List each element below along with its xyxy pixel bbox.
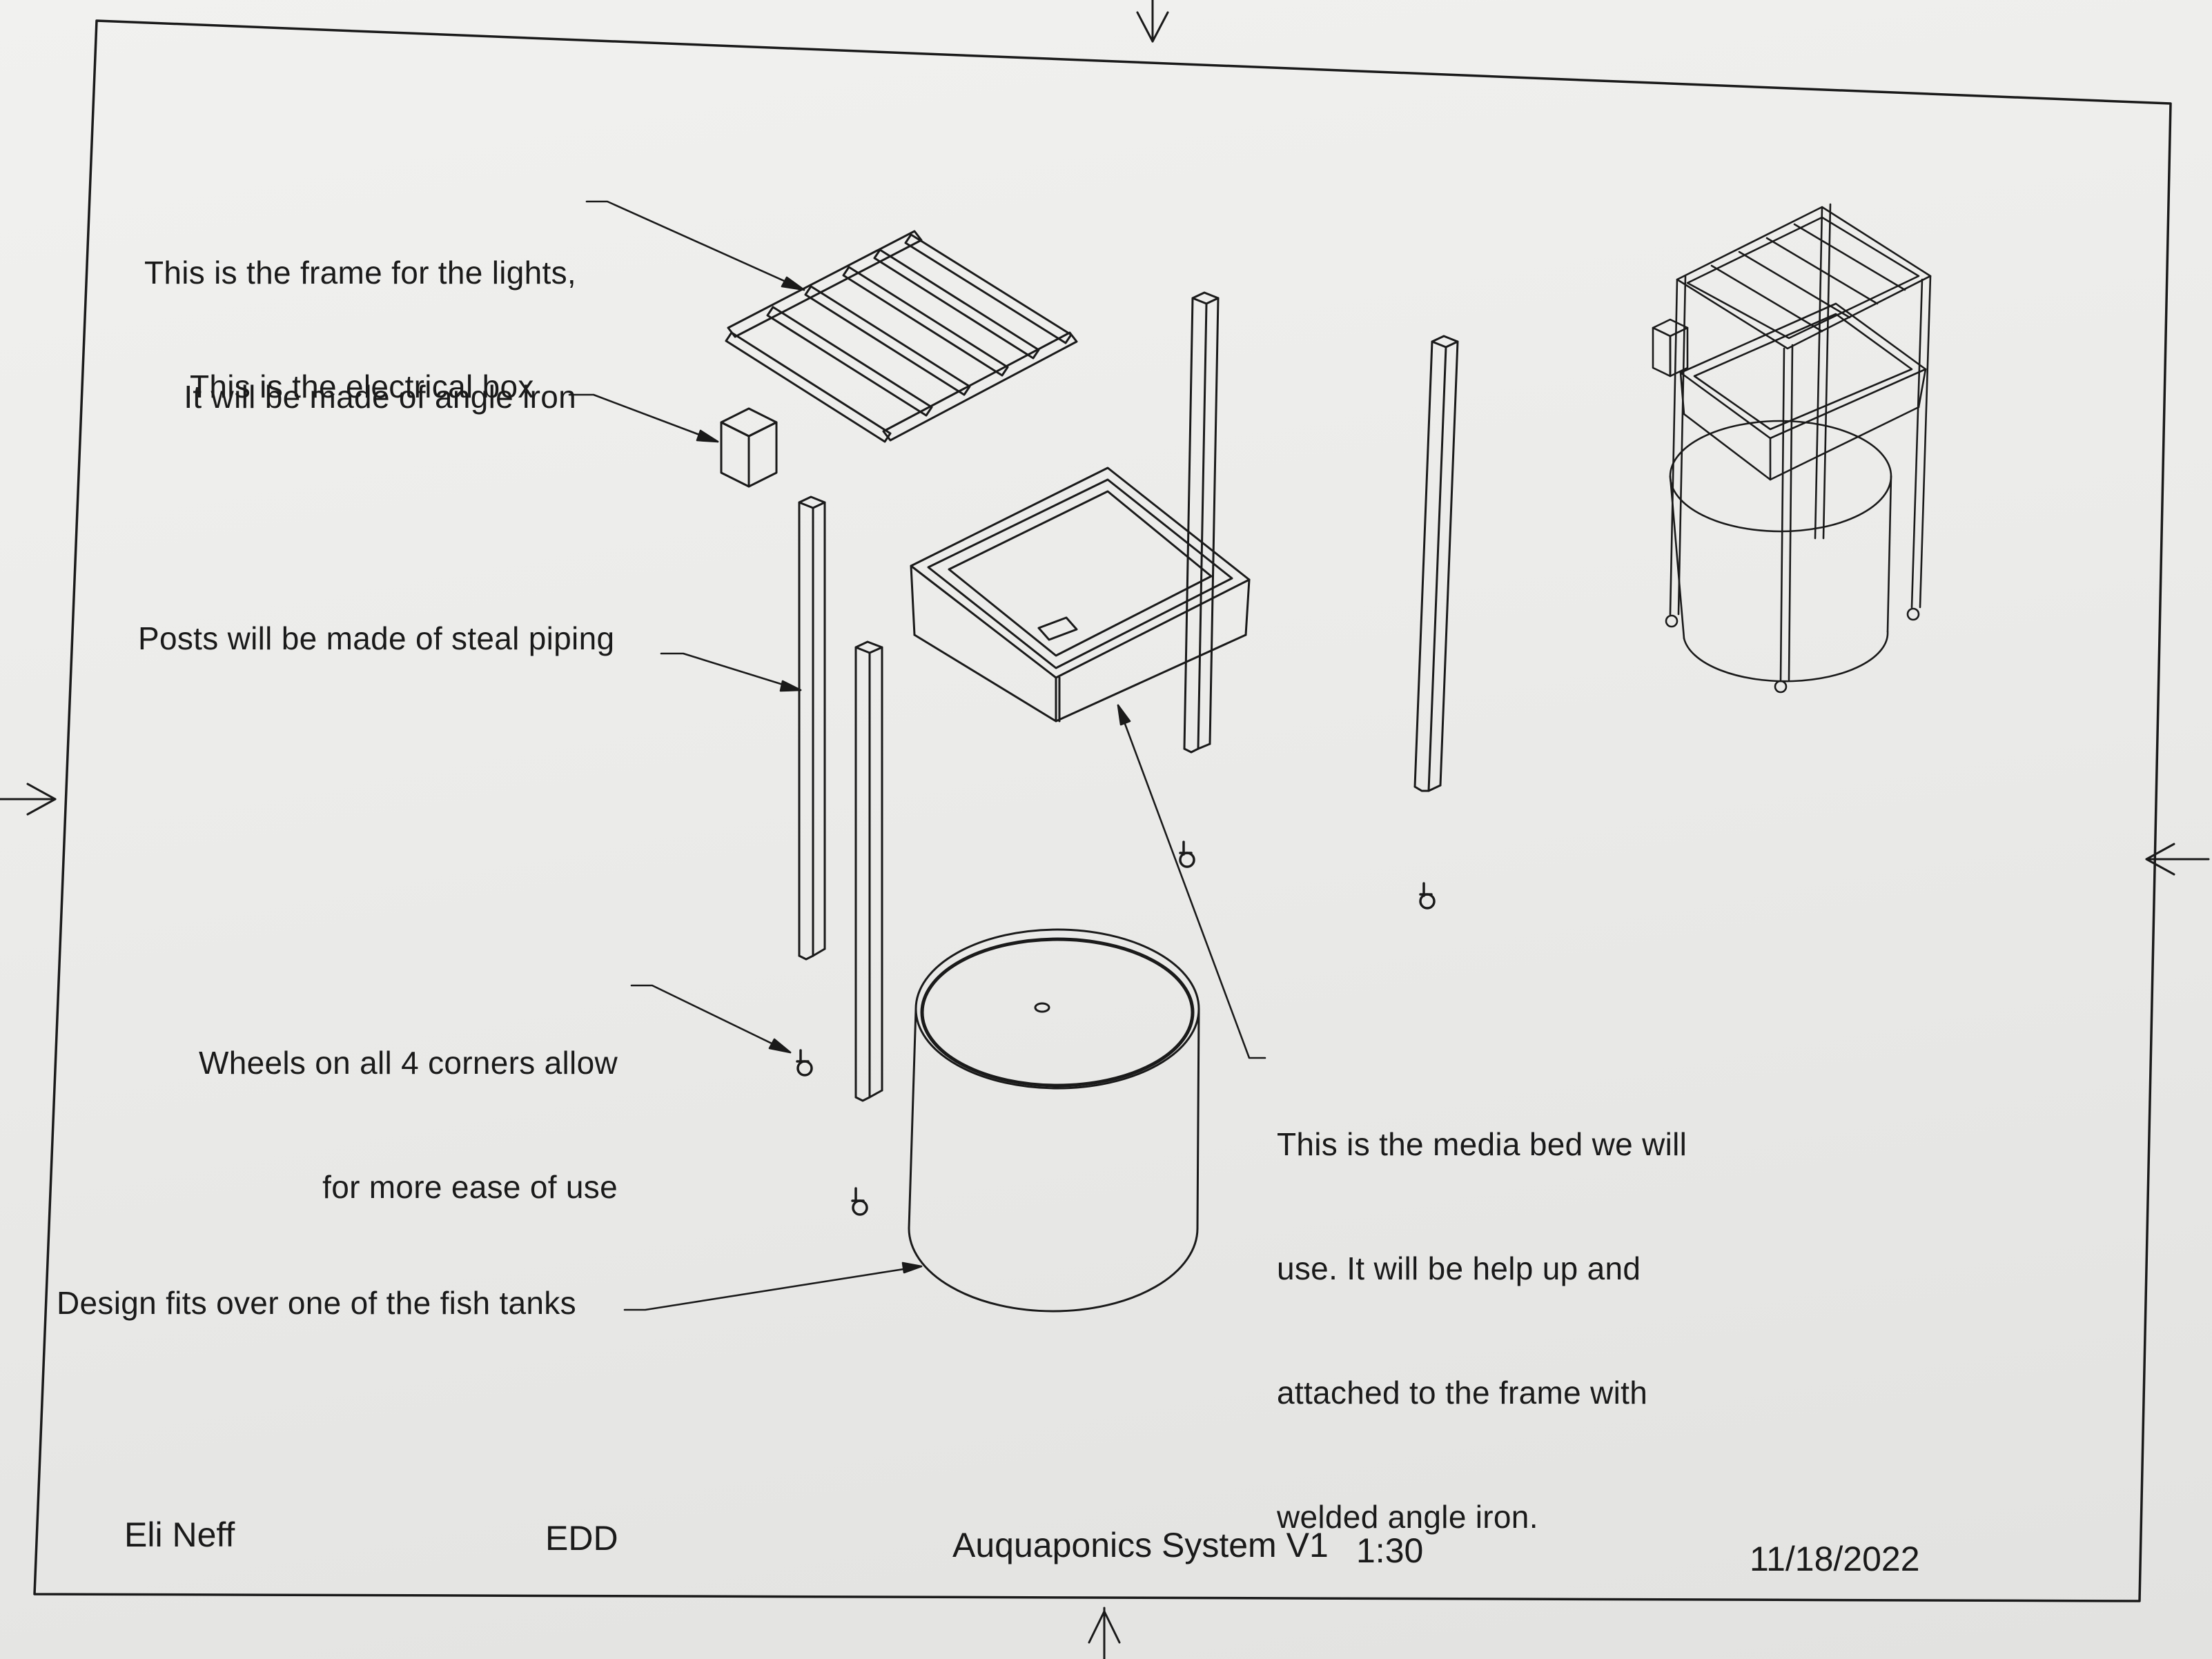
- centering-mark-left: [0, 783, 57, 816]
- leader-light-frame: [585, 200, 805, 291]
- leader-lines: [568, 200, 1266, 1311]
- media-bed-part: [910, 467, 1251, 723]
- centering-mark-bottom: [1088, 1607, 1121, 1659]
- caster-wheel-1: [1179, 841, 1195, 868]
- label-electrical-box: This is the electrical box: [190, 369, 534, 404]
- assembled-view: [1652, 203, 1932, 694]
- centering-mark-top: [1136, 0, 1169, 43]
- post-4: [1413, 335, 1459, 792]
- label-wheels-line1: Wheels on all 4 corners allow: [199, 1045, 618, 1081]
- label-light-frame-line1: This is the frame for the lights,: [144, 255, 576, 291]
- title-block-author: Eli Neff: [124, 1515, 235, 1554]
- post-3: [1183, 291, 1220, 754]
- label-media-bed-line2: use. It will be help up and: [1277, 1250, 1641, 1286]
- light-frame-part: [725, 230, 1078, 443]
- label-media-bed-line4: welded angle iron.: [1277, 1499, 1538, 1535]
- label-light-frame-line2: It will be made of angle iron: [184, 379, 576, 415]
- post-2: [854, 640, 883, 1102]
- centering-mark-right: [2145, 843, 2210, 876]
- title-block-course: EDD: [545, 1519, 618, 1558]
- label-posts: Posts will be made of steal piping: [138, 620, 615, 656]
- leader-electrical-box: [568, 393, 719, 443]
- title-block-date: 11/18/2022: [1750, 1540, 1920, 1578]
- label-wheels: Wheels on all 4 corners allow for more e…: [199, 959, 618, 1249]
- leader-fish-tank: [623, 1265, 923, 1311]
- label-media-bed-line3: attached to the frame with: [1277, 1375, 1648, 1411]
- label-media-bed: This is the media bed we will use. It wi…: [1277, 1041, 1687, 1579]
- leader-posts: [660, 652, 802, 691]
- leader-media-bed: [1117, 704, 1266, 1059]
- label-media-bed-line1: This is the media bed we will: [1277, 1126, 1687, 1162]
- title-block-title: Auquaponics System V1: [952, 1526, 1329, 1564]
- caster-wheel-3: [796, 1049, 813, 1077]
- caster-wheel-2: [1419, 882, 1436, 910]
- fish-tank-part: [908, 928, 1200, 1313]
- caster-wheel-4: [851, 1187, 868, 1216]
- leader-wheels: [630, 984, 792, 1054]
- post-1: [798, 495, 826, 961]
- title-block-scale: 1:30: [1356, 1531, 1424, 1570]
- label-wheels-line2: for more ease of use: [322, 1169, 618, 1205]
- sheet-border: [33, 19, 2172, 1602]
- label-light-frame: This is the frame for the lights, It wil…: [144, 169, 576, 459]
- label-fish-tank: Design fits over one of the fish tanks: [57, 1285, 576, 1321]
- electrical-box-part: [720, 407, 778, 488]
